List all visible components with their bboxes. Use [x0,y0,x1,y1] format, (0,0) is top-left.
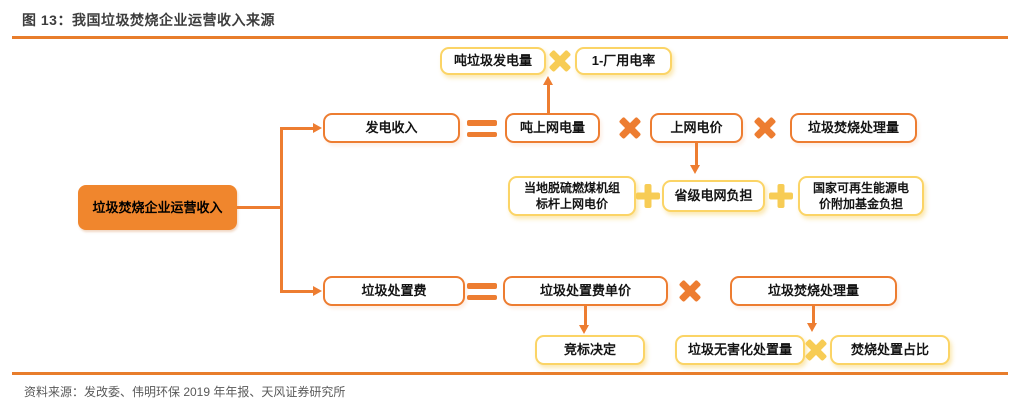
connector-fee-price-down [584,306,587,328]
source-note: 资料来源：发改委、伟明环保 2019 年年报、天风证券研究所 [24,385,346,399]
multiply-operator [548,49,572,73]
connector-root-out [237,206,282,209]
arrowhead-down-icon [807,323,817,332]
node-local-benchmark-price: 当地脱硫燃煤机组 标杆上网电价 [508,176,636,216]
multiply-operator [804,338,828,362]
plus-operator [769,184,793,208]
equals-operator [467,283,497,300]
equals-operator [467,120,497,137]
plus-operator [636,184,660,208]
connector-grid-price-down [695,143,698,168]
connector-to-disposal-fee [280,290,315,293]
node-national-renewable-fund: 国家可再生能源电 价附加基金负担 [798,176,924,216]
node-incineration-volume-bottom: 垃圾焚烧处理量 [730,276,897,306]
arrowhead-right-icon [313,122,322,133]
connector-branch-vertical [280,127,283,292]
node-incineration-volume-top: 垃圾焚烧处理量 [790,113,917,143]
node-root-revenue: 垃圾焚烧企业运营收入 [78,185,237,230]
node-disposal-fee: 垃圾处置费 [323,276,465,306]
multiply-operator [618,116,642,140]
node-harmless-disposal-volume: 垃圾无害化处置量 [675,335,805,365]
connector-ton-grid-up [547,84,550,113]
node-one-minus-plant-rate: 1-厂用电率 [575,47,672,75]
node-power-revenue: 发电收入 [323,113,460,143]
node-on-grid-price: 上网电价 [650,113,743,143]
arrowhead-right-icon [313,285,322,296]
node-ton-grid-electricity: 吨上网电量 [505,113,600,143]
arrowhead-down-icon [690,165,700,174]
node-ton-waste-power: 吨垃圾发电量 [440,47,546,75]
connector-to-power-revenue [280,127,315,130]
bottom-divider [12,372,1008,375]
multiply-operator [678,279,702,303]
multiply-operator [753,116,777,140]
connector-incin-volume-down [812,306,815,326]
top-divider [12,36,1008,39]
node-provincial-grid-burden: 省级电网负担 [662,180,765,212]
arrowhead-down-icon [579,325,589,334]
figure-title: 图 13：我国垃圾焚烧企业运营收入来源 [22,12,275,28]
node-bidding-decision: 竞标决定 [535,335,645,365]
node-disposal-fee-unit-price: 垃圾处置费单价 [503,276,668,306]
node-incineration-ratio: 焚烧处置占比 [830,335,950,365]
arrowhead-up-icon [542,76,553,85]
